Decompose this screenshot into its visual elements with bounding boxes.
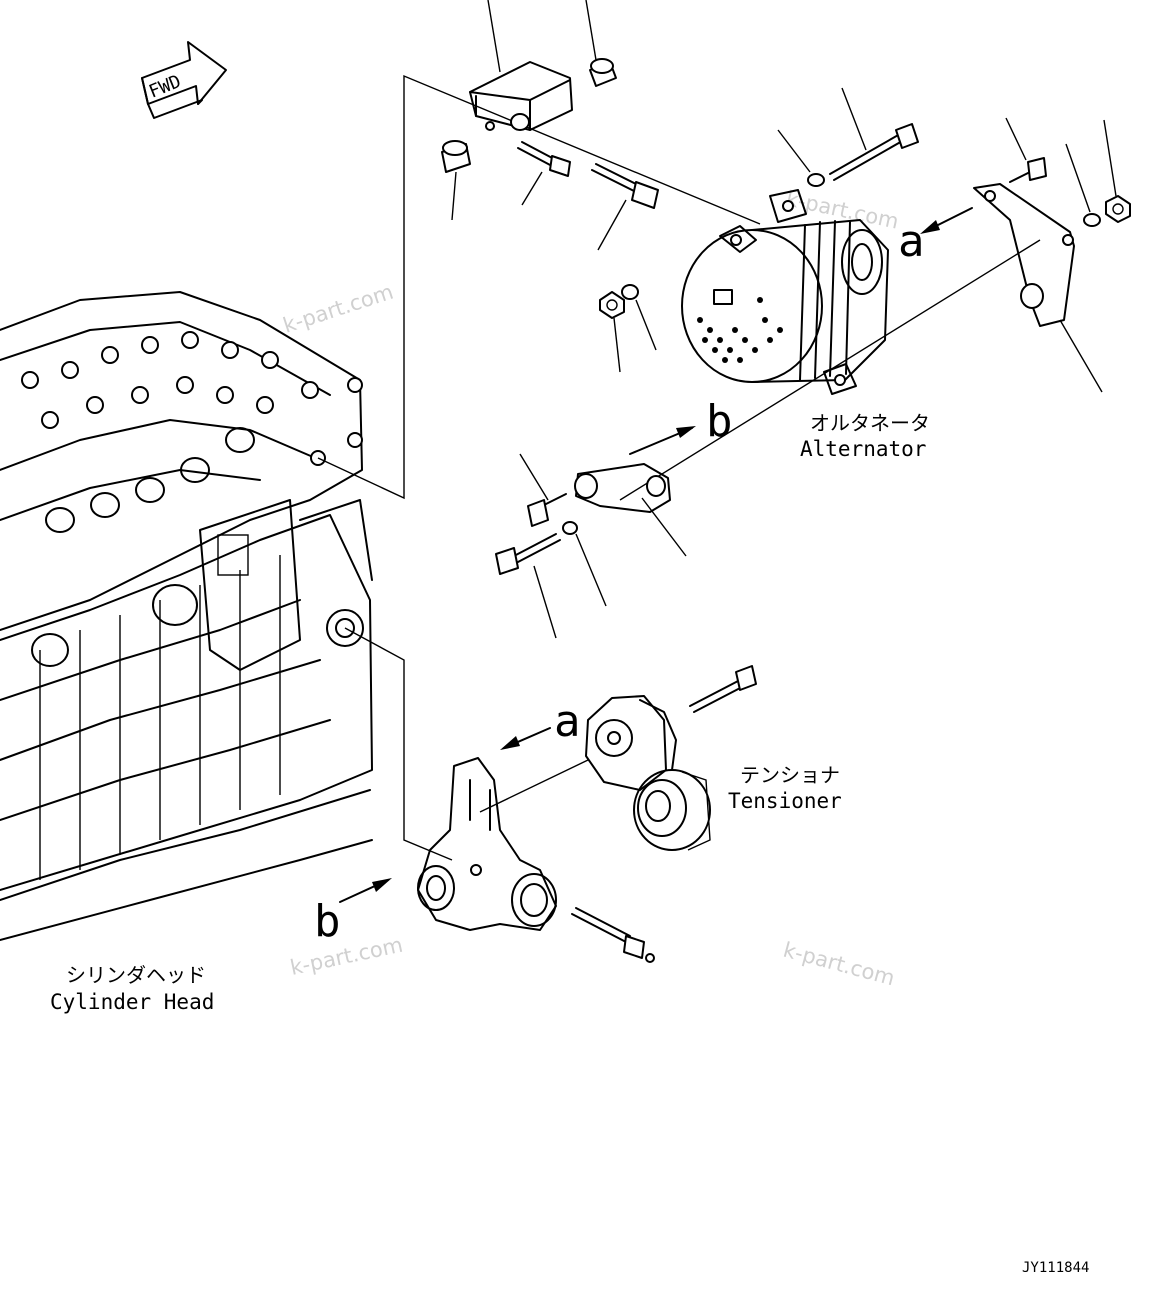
leader-alternator-to-link (619, 239, 1041, 501)
alternator-label-en: Alternator (800, 437, 926, 461)
watermark-1: k-part.com (280, 280, 396, 338)
stay-bolt (1005, 117, 1047, 183)
stay-nut (1103, 119, 1131, 223)
tensioner (585, 695, 711, 851)
callout-b-lower: b (314, 878, 392, 947)
bracket-bolt-1 (517, 141, 571, 206)
watermark-2: k-part.com (784, 186, 901, 233)
alternator-label-jp: オルタネータ (810, 411, 930, 435)
alternator-nut (599, 291, 625, 373)
callout-a-lower-letter: a (554, 696, 581, 747)
cylinder-head-label-jp: シリンダヘッド (66, 963, 206, 987)
stay-washer (1065, 143, 1101, 227)
alternator-long-bolt (829, 87, 919, 181)
bracket-spacer-left (441, 140, 471, 221)
fwd-label: FWD (146, 71, 184, 103)
tensioner-label-en: Tensioner (728, 789, 842, 813)
callout-a-upper: a (898, 207, 973, 267)
watermark-3: k-part.com (288, 933, 405, 980)
callout-a-upper-letter: a (898, 216, 925, 267)
link-bolt-1 (519, 453, 567, 527)
callout-b-upper-letter: b (706, 396, 733, 447)
callout-b-upper: b (629, 396, 733, 455)
alternator-washer-2 (621, 284, 657, 351)
housing-bolt (571, 907, 655, 963)
cylinder-head-label-en: Cylinder Head (50, 990, 214, 1014)
bracket-bolt-2 (591, 163, 659, 251)
tensioner-bolt (689, 665, 757, 713)
link-bracket (574, 463, 687, 557)
upper-bracket (469, 0, 597, 131)
assembly-leader-lines (317, 74, 761, 861)
alternator (681, 189, 889, 395)
link-bolt-2 (495, 533, 561, 639)
drawing-code: JY111844 (1022, 1260, 1089, 1276)
cylinder-head-assembly (0, 291, 373, 941)
link-washer (562, 521, 607, 607)
leader-tensioner-to-housing (479, 759, 589, 813)
callout-a-lower: a (500, 696, 581, 750)
cylinder-head-bolts (21, 331, 363, 466)
watermark-4: k-part.com (781, 938, 898, 991)
alternator-stay-bracket (973, 183, 1103, 393)
alternator-cover-grill (697, 297, 783, 363)
alternator-washer-1 (777, 129, 825, 187)
thermostat-housing (417, 757, 557, 931)
bracket-spacer-top (589, 58, 617, 87)
fwd-arrow-icon: FWD (141, 41, 227, 119)
tensioner-label-jp: テンショナ (740, 763, 840, 787)
callout-b-lower-letter: b (314, 896, 341, 947)
